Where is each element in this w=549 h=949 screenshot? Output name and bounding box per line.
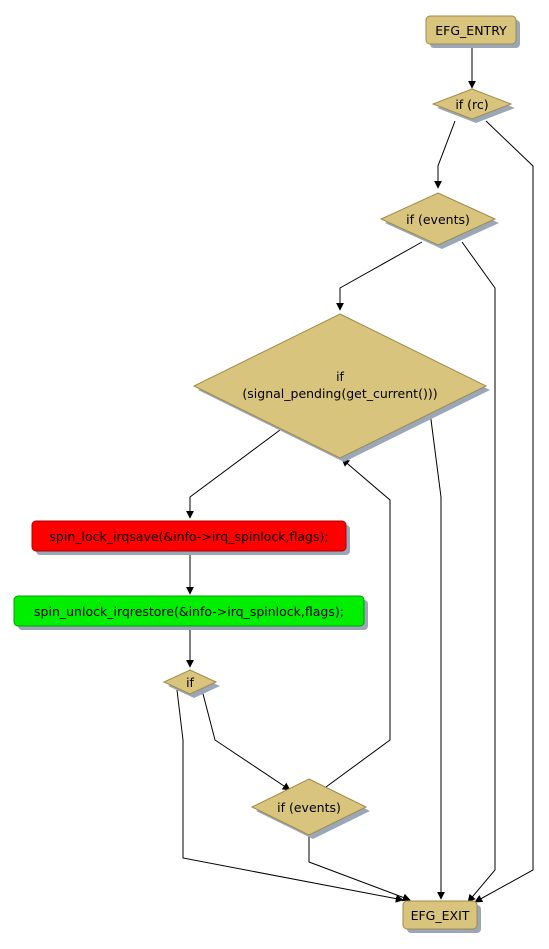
node-if-plain[interactable]: if xyxy=(162,669,220,698)
node-exit[interactable]: EFG_EXIT xyxy=(402,900,481,933)
node-if-events-1-label: if (events) xyxy=(406,212,470,227)
edge-if-events-2-to-exit xyxy=(308,836,411,902)
edge-if-signal-to-exit xyxy=(429,411,445,900)
edge-if-events-2-loop-back xyxy=(325,458,391,788)
edge-if-events-to-if-signal xyxy=(336,241,423,311)
node-if-rc-label: if (rc) xyxy=(455,97,488,112)
node-spin-unlock[interactable]: spin_unlock_irqrestore(&info->irq_spinlo… xyxy=(13,595,368,630)
node-spin-lock[interactable]: spin_lock_irqsave(&info->irq_spinlock,fl… xyxy=(31,520,350,555)
node-entry-label: EFG_ENTRY xyxy=(435,23,507,38)
edge-if-to-exit xyxy=(176,689,404,903)
edge-if-signal-to-lock xyxy=(186,429,281,519)
node-spin-unlock-label: spin_unlock_irqrestore(&info->irq_spinlo… xyxy=(34,604,344,619)
node-if-signal-pending[interactable]: if (signal_pending(get_current())) xyxy=(192,313,490,462)
edge-if-events-to-exit xyxy=(461,241,496,903)
node-if-events-2-label: if (events) xyxy=(277,800,341,815)
edge-if-rc-to-if-events xyxy=(434,120,456,189)
edges xyxy=(176,46,534,903)
node-if-plain-label: if xyxy=(186,675,194,690)
node-if-events-1[interactable]: if (events) xyxy=(379,192,499,249)
edge-if-rc-to-exit xyxy=(474,120,534,903)
node-if-rc[interactable]: if (rc) xyxy=(431,88,515,123)
node-spin-lock-label: spin_lock_irqsave(&info->irq_spinlock,fl… xyxy=(49,529,328,544)
node-if-signal-label-line2: (signal_pending(get_current())) xyxy=(242,386,437,401)
node-entry[interactable]: EFG_ENTRY xyxy=(425,15,520,48)
node-if-events-2[interactable]: if (events) xyxy=(250,778,370,839)
edge-if-to-if-events-2 xyxy=(201,689,291,791)
node-exit-label: EFG_EXIT xyxy=(411,908,470,923)
node-if-signal-label-line1: if xyxy=(336,369,344,384)
